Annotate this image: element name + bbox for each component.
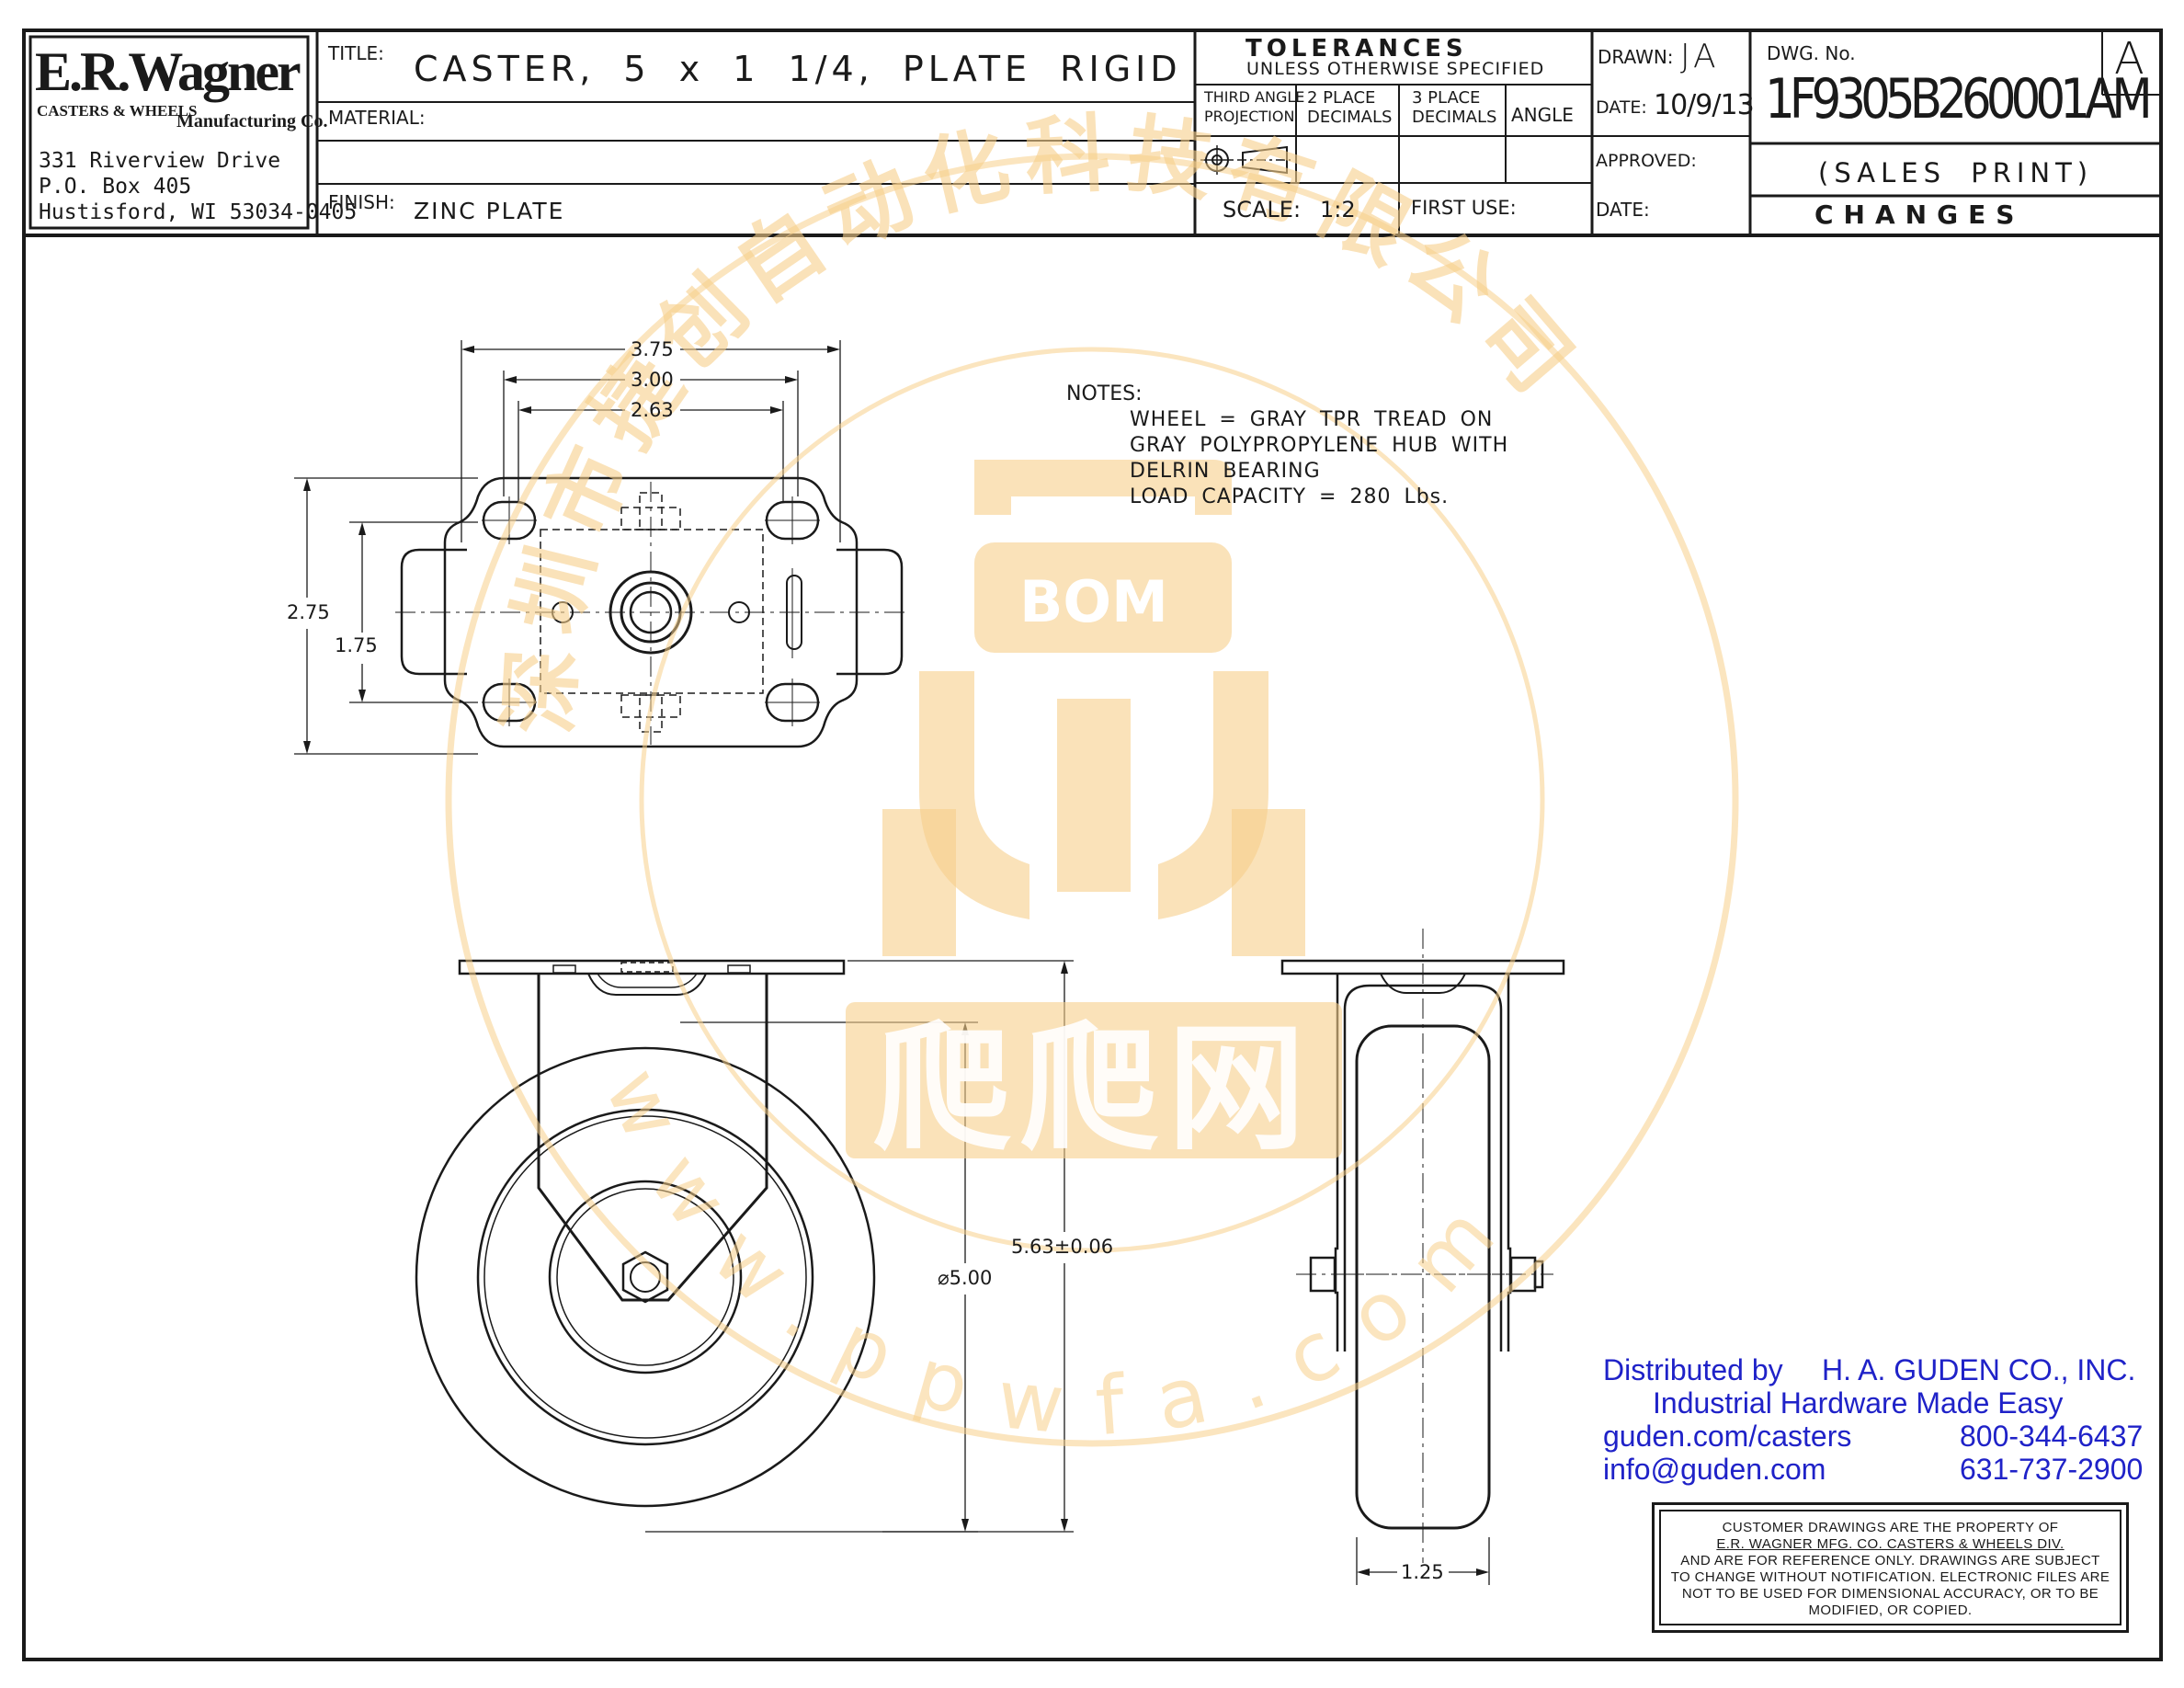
dim-tread-width: 1.25	[1401, 1561, 1444, 1583]
distributor-by: Distributed by	[1603, 1353, 1783, 1386]
company-address-2: P.O. Box 405	[39, 175, 192, 199]
distributor-tagline: Industrial Hardware Made Easy	[1653, 1386, 2064, 1420]
drawn-value: JA	[1680, 38, 1720, 75]
two-place-line1: 2 PLACE	[1307, 88, 1376, 108]
tolerances-heading: TOLERANCES	[1246, 35, 1468, 63]
tolerances-sub: UNLESS OTHERWISE SPECIFIED	[1246, 59, 1545, 79]
notes-line-3: DELRIN BEARING	[1130, 460, 1321, 483]
scale-label: SCALE:	[1223, 197, 1302, 222]
company-address-3: Hustisford, WI 53034-0405	[39, 200, 358, 224]
drawing-title: CASTER, 5 x 1 1/4, PLATE RIGID	[414, 49, 1182, 89]
distributor-name: H. A. GUDEN CO., INC.	[1822, 1353, 2136, 1386]
company-address-1: 331 Riverview Drive	[39, 149, 281, 173]
dim-overall-height: 5.63±0.06	[1011, 1236, 1114, 1258]
dim-height-bolt: 1.75	[335, 634, 378, 656]
property-notice-box: CUSTOMER DRAWINGS ARE THE PROPERTY OF E.…	[1652, 1502, 2129, 1633]
notice-line-6: MODIFIED, OR COPIED.	[1808, 1602, 1973, 1618]
distributor-email-link[interactable]: info@guden.com	[1603, 1453, 1826, 1486]
company-logo: E.R.Wagner	[35, 41, 301, 102]
notice-line-4: TO CHANGE WITHOUT NOTIFICATION. ELECTRON…	[1670, 1569, 2110, 1585]
finish-value: ZINC PLATE	[414, 198, 565, 224]
third-angle-line1: THIRD ANGLE	[1204, 88, 1305, 106]
notice-line-1: CUSTOMER DRAWINGS ARE THE PROPERTY OF	[1722, 1520, 2059, 1535]
distributor-phone-2: 631-737-2900	[1960, 1453, 2144, 1486]
scale-value: 1:2	[1320, 197, 1356, 222]
dim-wheel-diameter: ⌀5.00	[938, 1267, 993, 1289]
three-place-line2: DECIMALS	[1412, 108, 1497, 127]
dim-height-overall: 2.75	[287, 601, 330, 623]
angle-label: ANGLE	[1511, 104, 1574, 126]
notes-line-4: LOAD CAPACITY = 280 Lbs.	[1130, 485, 1450, 508]
dim-width-inner: 2.63	[631, 399, 674, 421]
sales-print-label: (SALES PRINT)	[1818, 157, 2094, 188]
material-label: MATERIAL:	[328, 107, 426, 129]
third-angle-line2: PROJECTION	[1204, 108, 1295, 125]
company-sub-left: CASTERS & WHEELS	[37, 102, 198, 120]
date2-label: DATE:	[1596, 199, 1650, 221]
distributor-phone-1: 800-344-6437	[1960, 1420, 2144, 1453]
notes-line-2: GRAY POLYPROPYLENE HUB WITH	[1130, 434, 1509, 457]
title-label: TITLE:	[328, 42, 384, 64]
date-label: DATE:	[1596, 97, 1647, 118]
dim-width-bolt: 3.00	[631, 369, 674, 391]
drawn-label: DRAWN:	[1598, 46, 1674, 68]
notes-line-1: WHEEL = GRAY TPR TREAD ON	[1130, 408, 1494, 431]
three-place-line1: 3 PLACE	[1412, 88, 1481, 108]
notice-line-2: E.R. WAGNER MFG. CO. CASTERS & WHEELS DI…	[1716, 1536, 2065, 1552]
finish-label: FINISH:	[328, 191, 395, 213]
two-place-line2: DECIMALS	[1307, 108, 1393, 127]
notice-line-3: AND ARE FOR REFERENCE ONLY. DRAWINGS ARE…	[1680, 1553, 2100, 1568]
revision-letter: A	[2114, 33, 2144, 85]
notes-heading: NOTES:	[1066, 382, 1143, 405]
date-value: 10/9/13	[1654, 89, 1755, 121]
dwg-number-label: DWG. No.	[1767, 42, 1856, 64]
approved-label: APPROVED:	[1596, 151, 1697, 171]
dwg-number: 1F9305B260001AM	[1765, 67, 2153, 131]
notice-line-5: NOT TO BE USED FOR DIMENSIONAL ACCURACY,…	[1681, 1586, 2099, 1602]
first-use-label: FIRST USE:	[1411, 197, 1517, 219]
company-sub-right: Manufacturing Co.	[176, 111, 328, 131]
changes-label: CHANGES	[1814, 200, 2025, 230]
dim-width-overall: 3.75	[631, 338, 674, 360]
property-notice-inner-frame	[1659, 1510, 2121, 1625]
distributor-web-link[interactable]: guden.com/casters	[1603, 1420, 1852, 1453]
